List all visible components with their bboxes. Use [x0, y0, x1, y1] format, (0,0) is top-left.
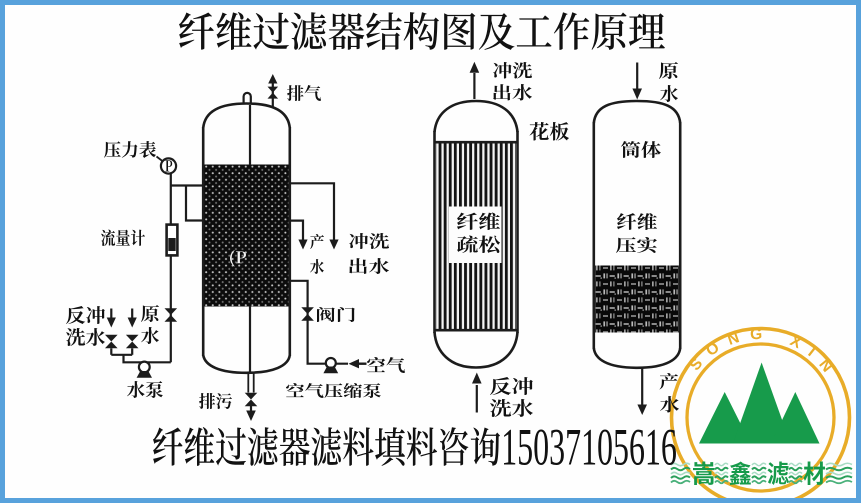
svg-text:N: N [725, 329, 741, 349]
svg-text:G: G [750, 326, 763, 344]
